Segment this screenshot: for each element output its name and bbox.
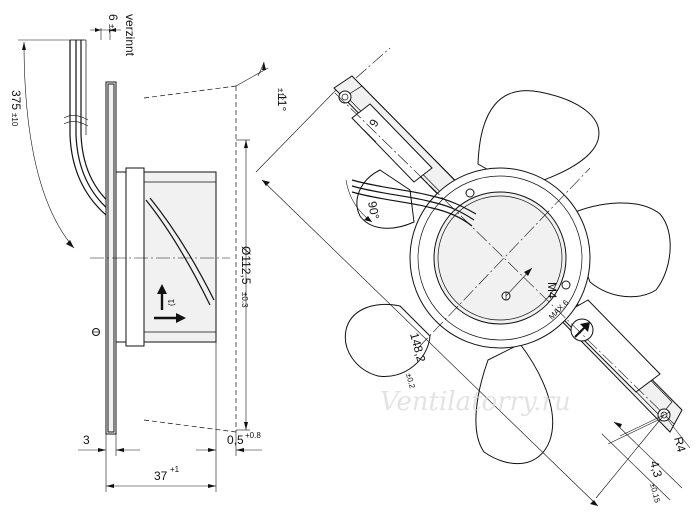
tin-label: verzinnt xyxy=(123,14,137,57)
rotation-arrow: (1 xyxy=(154,284,186,323)
tilt-angle-label: 11° xyxy=(275,94,289,111)
strip-length-tol: ±1 xyxy=(107,24,116,33)
tilt-angle-tol: ±1° xyxy=(276,88,285,100)
label-arrow-plate xyxy=(570,318,594,342)
strut-hole-top xyxy=(338,90,352,104)
lead-length-tol: ±10 xyxy=(10,113,19,127)
diameter-tol: ±0.3 xyxy=(240,292,249,308)
hole-dia-label: 4,3 xyxy=(647,459,665,479)
gap-label: 0,5 xyxy=(227,433,244,447)
motor-hub xyxy=(433,191,567,325)
flange-label: 3 xyxy=(83,433,90,447)
hole-dia-tol: ±0.15 xyxy=(648,482,662,504)
svg-text:(1: (1 xyxy=(167,298,176,306)
thread-label: M4 xyxy=(545,282,559,299)
diameter-label: Ø112,5 xyxy=(239,246,253,285)
gap-tol: +0.8 xyxy=(245,431,261,440)
strip-length-label: 6 xyxy=(106,14,120,21)
depth-label: 37 xyxy=(154,469,168,483)
motor-housing xyxy=(143,171,217,343)
lead-wires xyxy=(63,39,113,216)
lead-length-label: 375 xyxy=(9,90,23,110)
side-view: (1 xyxy=(18,28,262,492)
radius-label: R4 xyxy=(671,435,689,454)
angle-label: 90° xyxy=(365,200,382,220)
hole-distance-tol: ±0.2 xyxy=(404,372,417,390)
watermark: Ventilatorry.ru xyxy=(380,387,571,417)
front-view xyxy=(235,47,691,507)
depth-tol: +1 xyxy=(170,465,180,474)
